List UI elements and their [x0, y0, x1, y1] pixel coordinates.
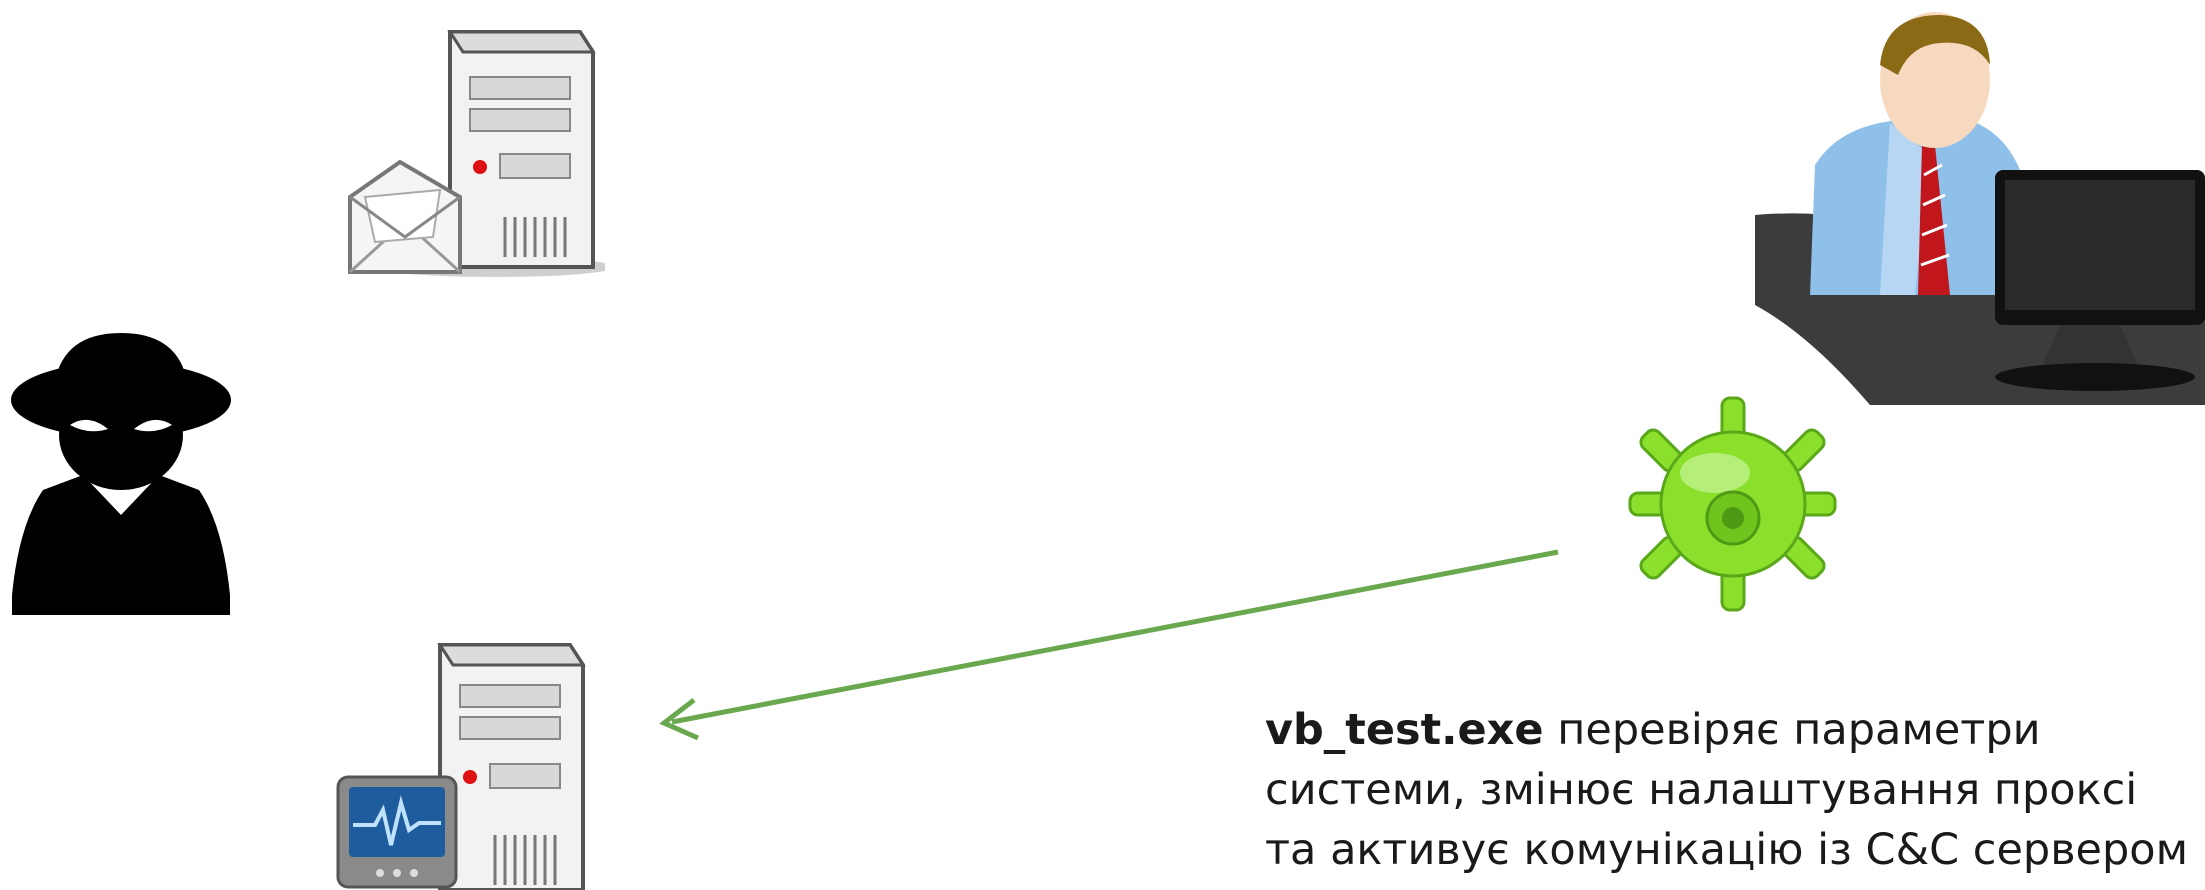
- filename: vb_test.exe: [1265, 705, 1544, 755]
- caption-line-1: vb_test.exe перевіряє параметри: [1265, 700, 2205, 760]
- caption-line-1-rest: перевіряє параметри: [1543, 705, 2041, 755]
- caption-line-2: системи, змінює налаштування проксі: [1265, 765, 2138, 815]
- spy-icon: [11, 333, 231, 615]
- caption: vb_test.exe перевіряє параметри системи,…: [1265, 700, 2205, 880]
- mail-server-icon: [348, 30, 605, 277]
- monitoring-server-icon: [336, 643, 586, 890]
- virus-icon: [1628, 396, 1837, 612]
- office-worker-icon: [1755, 12, 2205, 405]
- caption-line-3: та активує комунікацію із C&C сервером: [1265, 825, 2189, 875]
